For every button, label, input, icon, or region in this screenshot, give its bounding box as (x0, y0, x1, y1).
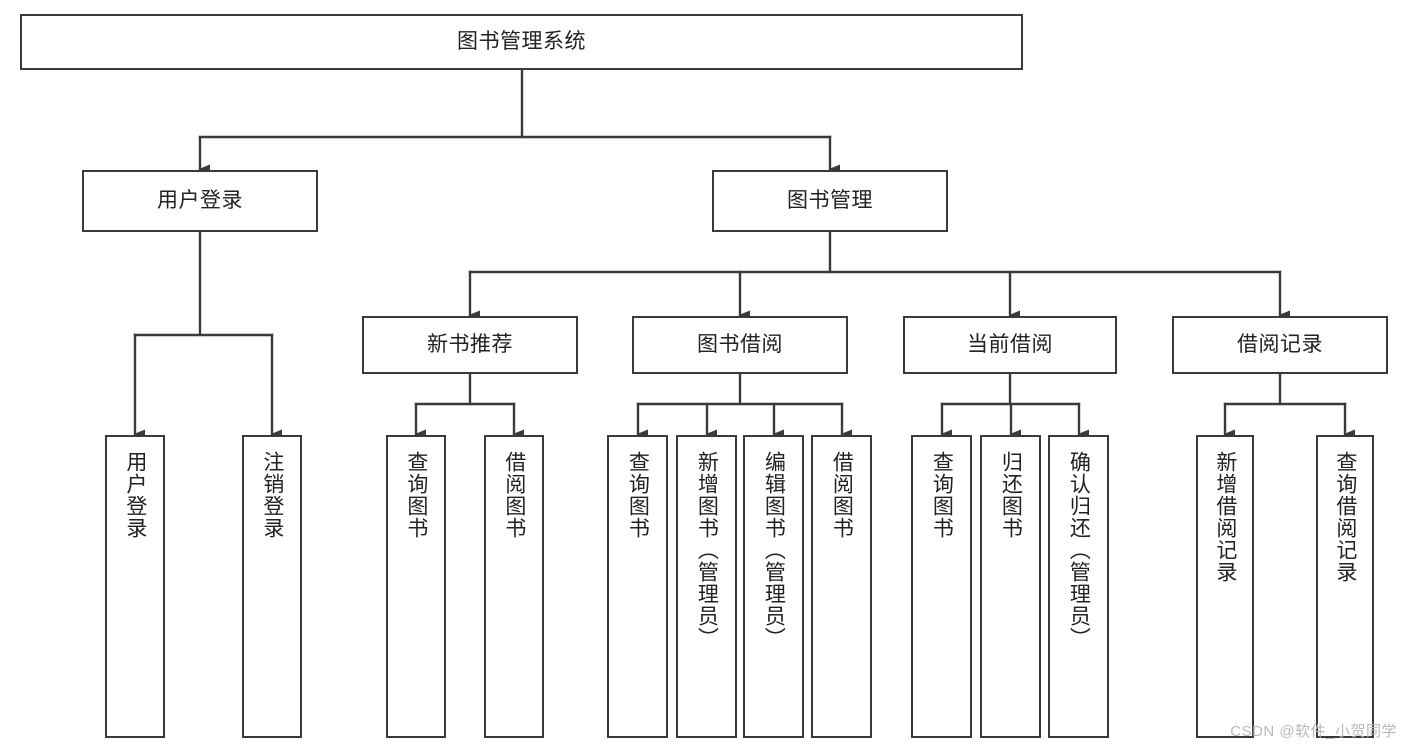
node-l2_1[interactable]: 图书借阅 (632, 316, 848, 374)
node-leaf_8[interactable]: 查询图书 (911, 435, 972, 738)
node-leaf_12[interactable]: 查询借阅记录 (1316, 435, 1374, 738)
node-leaf_10[interactable]: 确认归还（管理员） (1048, 435, 1109, 738)
node-leaf_6[interactable]: 编辑图书（管理员） (743, 435, 804, 738)
watermark-label: CSDN @软件_小贺同学 (1230, 723, 1397, 740)
node-label: 借阅图书 (502, 451, 526, 539)
node-leaf_4[interactable]: 查询图书 (607, 435, 668, 738)
edges-group (133, 68, 1355, 439)
node-leaf_5[interactable]: 新增图书（管理员） (676, 435, 737, 738)
node-label: 确认归还（管理员） (1067, 451, 1091, 649)
node-label: 查询图书 (626, 451, 650, 539)
node-label: 归还图书 (999, 451, 1023, 539)
node-l2_3[interactable]: 借阅记录 (1172, 316, 1388, 374)
node-label: 图书管理 (787, 189, 873, 213)
node-label: 新书推荐 (427, 333, 513, 357)
node-label: 用户登录 (157, 189, 243, 213)
node-leaf_2[interactable]: 查询图书 (386, 435, 446, 738)
node-label: 新增借阅记录 (1213, 451, 1237, 583)
node-label: 当前借阅 (967, 333, 1053, 357)
node-label: 新增图书（管理员） (695, 451, 719, 649)
node-root[interactable]: 图书管理系统 (20, 14, 1023, 70)
node-label: 注销登录 (260, 451, 284, 539)
node-label: 查询图书 (404, 451, 428, 539)
node-leaf_7[interactable]: 借阅图书 (811, 435, 872, 738)
node-label: 查询借阅记录 (1333, 451, 1357, 583)
node-leaf_3[interactable]: 借阅图书 (484, 435, 544, 738)
node-leaf_1[interactable]: 注销登录 (242, 435, 302, 738)
node-label: 编辑图书（管理员） (762, 451, 786, 649)
node-label: 借阅图书 (830, 451, 854, 539)
node-label: 图书管理系统 (457, 30, 586, 54)
node-label: 借阅记录 (1237, 333, 1323, 357)
node-label: 用户登录 (123, 451, 147, 539)
node-label: 查询图书 (930, 451, 954, 539)
node-l1_0[interactable]: 用户登录 (82, 170, 318, 232)
node-leaf_11[interactable]: 新增借阅记录 (1196, 435, 1254, 738)
node-leaf_9[interactable]: 归还图书 (980, 435, 1041, 738)
node-leaf_0[interactable]: 用户登录 (105, 435, 165, 738)
node-l1_1[interactable]: 图书管理 (712, 170, 948, 232)
node-l2_2[interactable]: 当前借阅 (903, 316, 1117, 374)
node-label: 图书借阅 (697, 333, 783, 357)
node-l2_0[interactable]: 新书推荐 (362, 316, 578, 374)
